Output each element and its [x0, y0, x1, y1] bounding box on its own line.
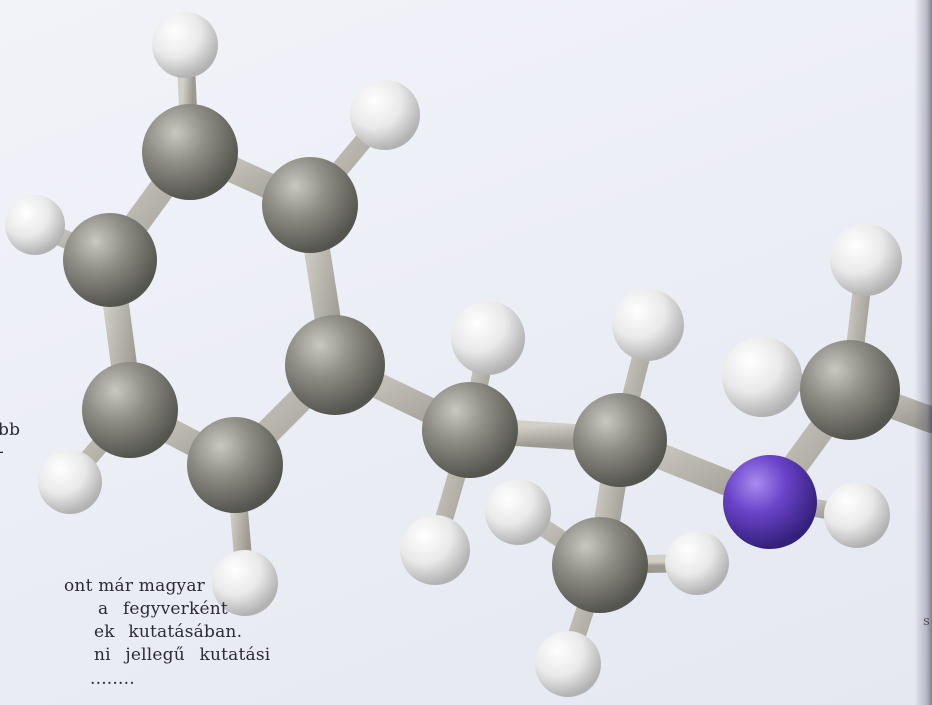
carbon-atom	[262, 157, 358, 253]
hydrogen-atom	[400, 515, 470, 585]
hydrogen-atom	[612, 289, 684, 361]
body-text-line: ek kutatásában.	[94, 622, 243, 642]
hydrogen-atom	[38, 450, 102, 514]
carbon-atoms	[63, 104, 900, 613]
text-fragment: bb	[0, 420, 21, 440]
hydrogen-atom	[485, 479, 551, 545]
body-text-line: ni jellegű kutatási	[94, 645, 271, 665]
hydrogen-atom	[535, 631, 601, 697]
hydrogen-atom	[665, 531, 729, 595]
body-text-line: a fegyverként	[98, 599, 228, 619]
hydrogen-atom	[451, 301, 525, 375]
page-gutter-shadow	[914, 0, 932, 705]
carbon-atom	[573, 393, 667, 487]
hydrogen-atom	[824, 482, 890, 548]
carbon-atom	[63, 213, 157, 307]
carbon-atom	[552, 517, 648, 613]
carbon-atom	[187, 417, 283, 513]
hydrogen-atoms	[5, 12, 902, 697]
hydrogen-atom	[212, 550, 278, 616]
nitrogen-atom	[723, 455, 817, 549]
body-text-line: ........	[90, 669, 135, 689]
carbon-atom	[422, 382, 518, 478]
hydrogen-atom	[350, 80, 420, 150]
carbon-atom	[82, 362, 178, 458]
hydrogen-atom	[152, 12, 218, 78]
text-fragment: -	[0, 440, 4, 464]
carbon-atom	[285, 315, 385, 415]
body-text-line: ont már magyar	[64, 576, 206, 596]
hydrogen-atom	[830, 224, 902, 296]
carbon-atom	[800, 340, 900, 440]
hydrogen-atom	[722, 337, 802, 417]
hydrogen-atom	[5, 195, 65, 255]
carbon-atom	[142, 104, 238, 200]
